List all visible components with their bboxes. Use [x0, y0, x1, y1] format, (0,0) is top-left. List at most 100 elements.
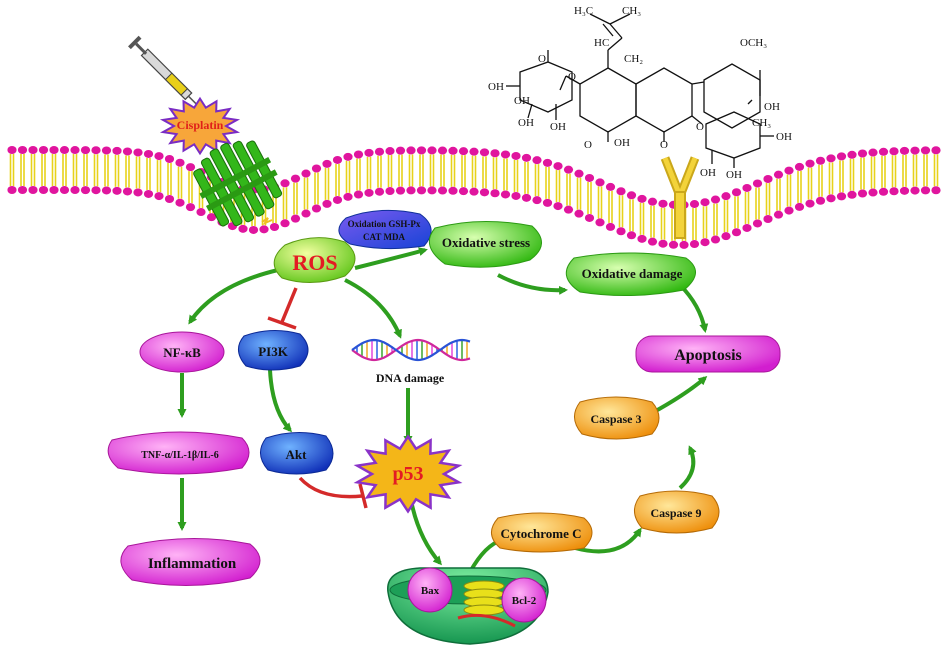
lipid-head: [479, 188, 490, 197]
lipid-head: [59, 146, 70, 155]
lipid-head: [857, 149, 868, 158]
lipid-head: [773, 170, 784, 179]
inhibit-akt-p53-bar: [358, 483, 368, 509]
lipid-head: [28, 146, 38, 155]
lipid-head: [700, 238, 710, 247]
arrow-casp9-to-casp3: [678, 445, 697, 490]
lipid-head: [458, 187, 469, 196]
oxidative-stress-node: Oxidative stress: [428, 221, 542, 268]
caspase9-node: Caspase 9: [634, 490, 720, 534]
dna-damage-label: DNA damage: [376, 371, 445, 385]
molecule-label-o4: O: [568, 71, 576, 83]
cell-membrane: [7, 146, 941, 249]
molecule-label-oh8: OH: [764, 101, 780, 113]
lipid-head: [59, 186, 70, 195]
bax-label: Bax: [421, 585, 440, 597]
molecule-label-oh5: OH: [614, 137, 630, 149]
lipid-head: [322, 199, 332, 208]
lipid-head: [196, 208, 206, 217]
antioxidant-label-line1: Oxidation GSH-Px: [348, 219, 421, 229]
lipid-head: [752, 219, 763, 228]
lipid-head: [658, 239, 668, 248]
lipid-head: [500, 190, 511, 199]
antioxidant-node: Oxidation GSH-Px CAT MDA: [338, 209, 432, 250]
lipid-head: [542, 158, 553, 167]
lipid-head: [868, 188, 878, 197]
lipid-head: [80, 186, 91, 195]
ros-label: ROS: [292, 250, 337, 275]
lipid-head: [784, 206, 794, 215]
lipid-head: [395, 186, 406, 195]
lipid-head: [847, 150, 857, 159]
molecule-labels: H₃C CH₃ HC CH₂ OCH₃ O O O O O OH OH OH O…: [488, 5, 792, 181]
arrow-casp3-to-apoptosis: [651, 376, 708, 415]
lipid-head: [154, 152, 164, 161]
lipid-head: [427, 186, 437, 195]
lipid-head: [406, 186, 416, 195]
lipid-head: [154, 192, 164, 201]
lipid-head: [647, 197, 658, 206]
lipid-head: [553, 162, 563, 171]
dna-helix-icon: [351, 338, 471, 362]
lipid-head: [280, 219, 290, 228]
lipid-head: [490, 149, 500, 158]
lipid-head: [752, 179, 763, 188]
lipid-head: [49, 186, 59, 195]
bcl2-label: Bcl-2: [512, 595, 537, 607]
lipid-head: [637, 194, 647, 203]
lipid-head: [17, 146, 28, 155]
lipid-head: [290, 174, 301, 183]
molecule-structure-icon: [506, 13, 774, 168]
lipid-head: [437, 186, 448, 195]
pi3k-label: PI3K: [258, 344, 289, 359]
lipid-head: [763, 175, 773, 184]
lipid-head: [427, 146, 437, 155]
molecule-label-ch2: CH₂: [624, 53, 643, 65]
lipid-head: [49, 146, 59, 155]
lipid-head: [511, 191, 521, 200]
lipid-head: [563, 165, 574, 174]
arrow-ros-to-dna: [344, 278, 402, 339]
lipid-head: [479, 148, 490, 157]
lipid-head: [406, 146, 416, 155]
lipid-head: [28, 186, 38, 195]
lipid-head: [574, 209, 584, 218]
lipid-head: [395, 146, 406, 155]
lipid-head: [17, 186, 28, 195]
lipid-head: [143, 189, 154, 198]
cisplatin-star: Cisplatin: [159, 96, 241, 156]
lipid-head: [301, 209, 311, 218]
caspase3-label: Caspase 3: [590, 412, 641, 426]
lipid-head: [122, 147, 133, 156]
lipid-head: [374, 187, 385, 196]
lipid-head: [616, 227, 626, 236]
lipid-head: [931, 186, 941, 195]
dna-strand: [351, 338, 471, 362]
lipid-head: [448, 186, 458, 195]
lipid-head: [878, 187, 889, 196]
lipid-head: [637, 234, 647, 243]
lipid-head: [826, 194, 836, 203]
lipid-head: [500, 150, 511, 159]
pi3k-node: PI3K: [238, 330, 309, 371]
lipid-head: [889, 187, 899, 196]
lipid-head: [532, 156, 542, 165]
lipid-head: [364, 188, 374, 197]
molecule-label-oh7: OH: [726, 169, 742, 181]
lipid-head: [815, 156, 826, 165]
caspase3-node: Caspase 3: [574, 396, 660, 440]
lightning-icon: [261, 217, 273, 226]
lipid-head: [731, 228, 742, 237]
lipid-head: [595, 218, 605, 227]
lipid-head: [899, 186, 910, 195]
lipid-head: [311, 204, 322, 213]
lipid-head: [7, 146, 17, 155]
inflammation-node: Inflammation: [120, 538, 261, 587]
molecule-label-oh2: OH: [514, 95, 530, 107]
lipid-head: [920, 146, 931, 155]
lipid-head: [311, 164, 322, 173]
lipid-head: [689, 200, 700, 209]
lipid-head: [553, 202, 563, 211]
